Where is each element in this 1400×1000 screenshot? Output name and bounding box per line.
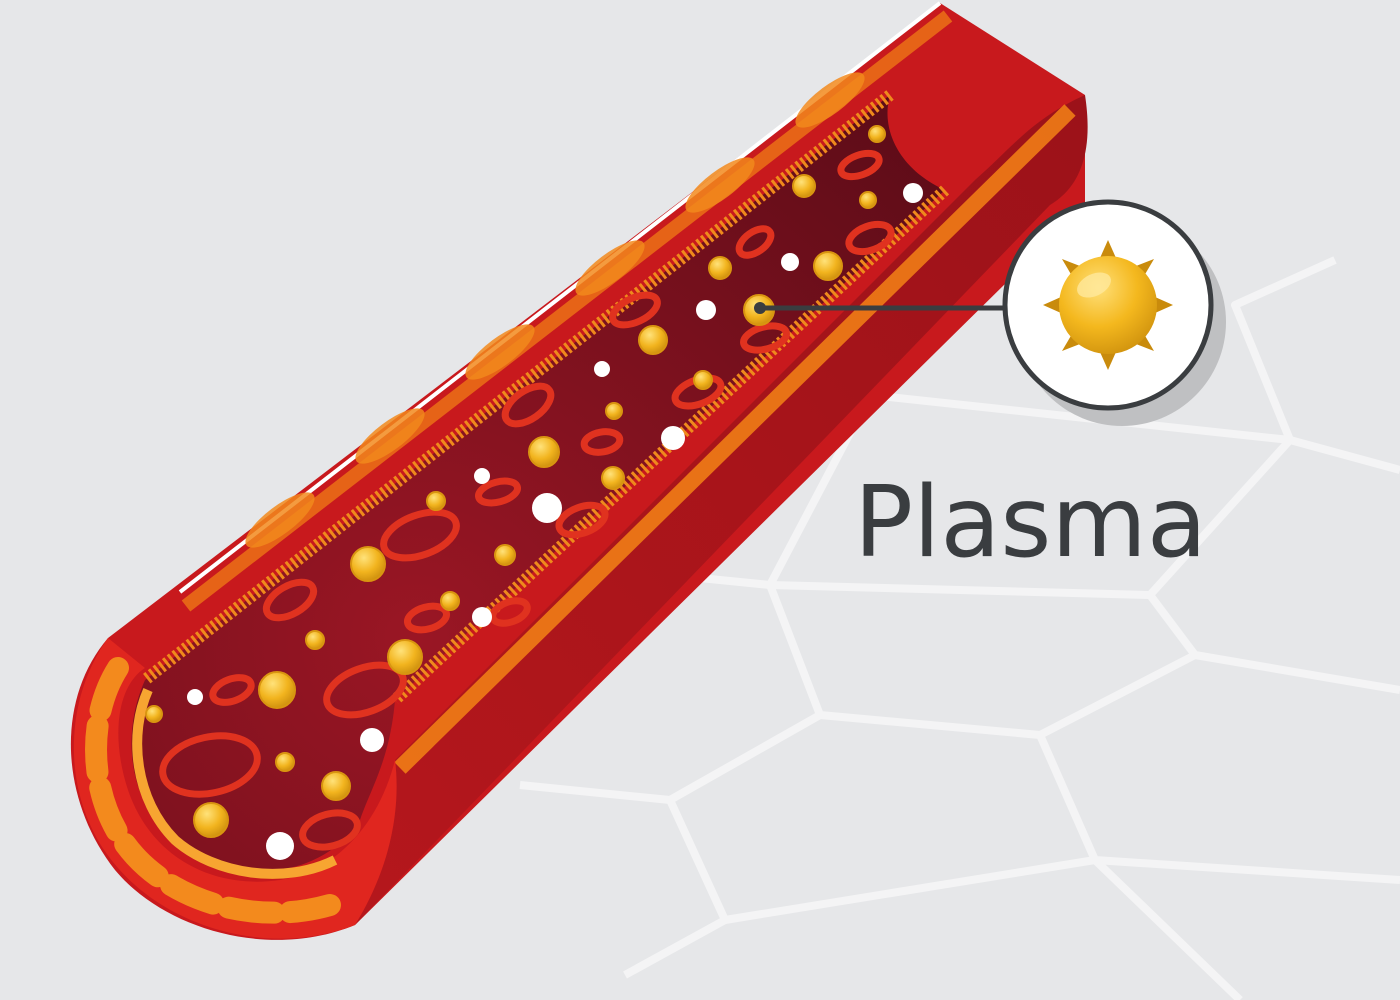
hexagon-grid — [519, 256, 1400, 1000]
red-blood-cells — [159, 149, 895, 851]
plasma-label: Plasma — [854, 466, 1207, 580]
blood-vessel — [70, 1, 1088, 940]
callout-leader — [754, 302, 1006, 314]
plasma-callout — [1002, 199, 1226, 426]
white-blood-cells — [187, 183, 923, 860]
plasma-particle-icon — [1043, 240, 1173, 370]
